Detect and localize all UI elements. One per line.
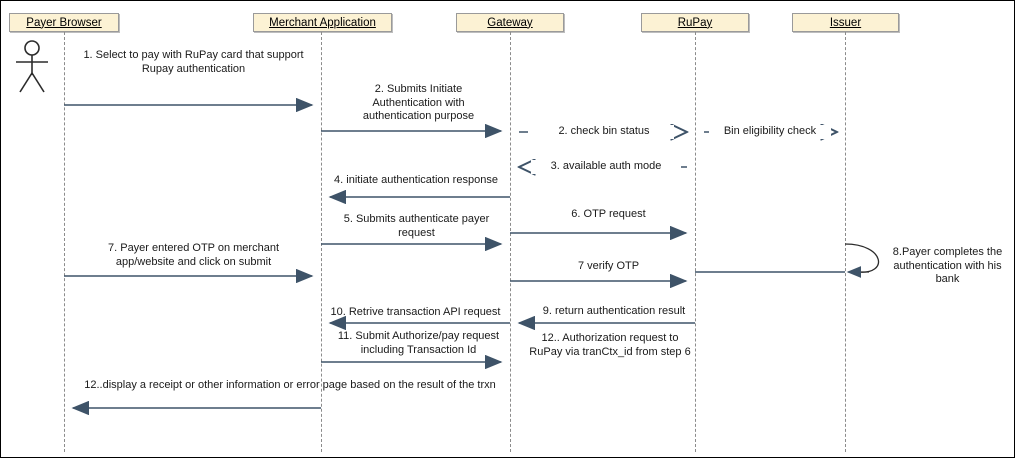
lifeline-payer-label: Payer Browser <box>26 16 102 29</box>
msg-label-12-authorization: 12.. Authorization request to RuPay via … <box>529 332 691 358</box>
lifeline-issuer-line <box>845 32 846 452</box>
lifeline-merchant-label: Merchant Application <box>269 16 376 29</box>
msg-label-3: 3. available auth mode <box>531 160 681 174</box>
msg-label-7: 7. Payer entered OTP on merchant app/web… <box>108 242 279 268</box>
msg-label-6: 6. OTP request <box>571 208 646 220</box>
msg-label-bin-eligibility-check: Bin eligibility check <box>709 125 831 139</box>
msg-label-8: 8.Payer completes the authentication wit… <box>892 246 1003 285</box>
actor-icon <box>7 39 57 100</box>
lifeline-gateway-label: Gateway <box>487 16 533 29</box>
msg-label-10: 10. Retrive transaction API request <box>330 306 501 318</box>
lifeline-rupay-head[interactable]: RuPay <box>641 13 749 32</box>
lifeline-merchant-head[interactable]: Merchant Application <box>253 13 392 32</box>
msg-label-2-check-bin-status: 2. check bin status <box>534 125 674 139</box>
lifeline-rupay-label: RuPay <box>677 16 713 29</box>
lifeline-merchant-line <box>321 32 322 452</box>
msg-label-11: 11. Submit Authorize/pay request includi… <box>337 330 500 356</box>
msg-label-4: 4. initiate authentication response <box>334 174 498 186</box>
msg-label-5: 5. Submits authenticate payer request <box>343 213 490 239</box>
lifeline-issuer-label: Issuer <box>829 16 862 29</box>
lifeline-payer-head[interactable]: Payer Browser <box>9 13 119 32</box>
msg-label-2: 2. Submits Initiate Authentication with … <box>362 83 475 122</box>
lifeline-payer-line <box>64 32 65 452</box>
msg-label-9: 9. return authentication result <box>542 305 686 317</box>
msg-label-12-display-receipt: 12..display a receipt or other informati… <box>84 379 496 391</box>
msg-label-1: 1. Select to pay with RuPay card that su… <box>83 49 304 75</box>
lifeline-rupay-line <box>695 32 696 452</box>
msg-label-7-verify-otp: 7 verify OTP <box>577 260 640 272</box>
lifeline-gateway-line <box>510 32 511 452</box>
arrow-msg-8-self-loop <box>844 243 880 273</box>
lifeline-issuer-head[interactable]: Issuer <box>792 13 899 32</box>
lifeline-gateway-head[interactable]: Gateway <box>456 13 564 32</box>
